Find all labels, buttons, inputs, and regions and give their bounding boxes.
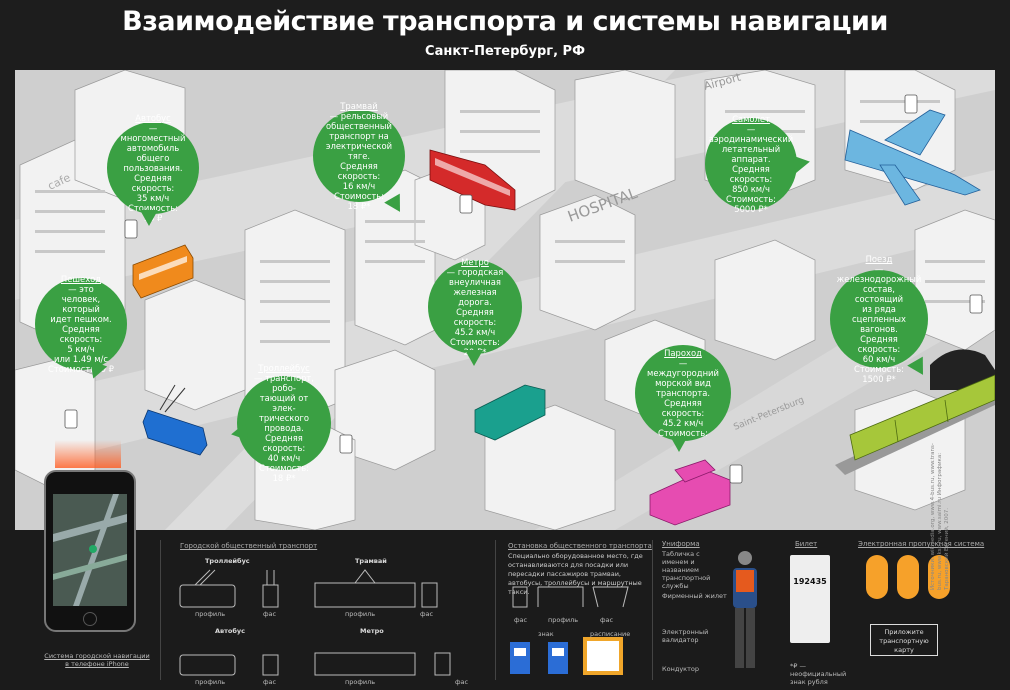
ticket-number: 192435: [793, 577, 827, 586]
ship-vehicle: [649, 459, 731, 526]
bubble-tram: Трамвай — рельсовый общественный транспо…: [313, 101, 405, 211]
tram-vehicle: [429, 149, 516, 211]
public-transport-title: Городской общественный транспорт: [180, 542, 318, 550]
fas-label-stop: фас: [514, 616, 528, 624]
iphone-screen-map: [53, 494, 127, 606]
robot-4: [64, 409, 78, 429]
bubble-metro-tail: [465, 350, 483, 366]
page-title: Взаимодействие транспорта и системы нави…: [122, 6, 888, 37]
credits: Источники: wikipedia.org, www.4-bus.ru, …: [930, 443, 950, 590]
trolleybus-vehicle: [142, 384, 208, 456]
city-illustration: HOSPITAL Airport cafe Saint-Petersburg А…: [15, 70, 995, 530]
ruble-note: *₽ — неофициальный знак рубля: [790, 662, 847, 686]
bus-vehicle: [132, 244, 194, 299]
page-subtitle: Санкт-Петербург, РФ: [425, 44, 585, 59]
bubble-trolleybus: Троллейбус — транспорт, робо- тающий от …: [237, 363, 331, 483]
stop-description: Специально оборудованное место, где оста…: [508, 552, 643, 596]
fas-label-3: фас: [263, 678, 277, 686]
bubble-ship-tail: [670, 436, 688, 452]
map-thumbnail: [53, 494, 127, 606]
bubble-metro: Метро — городская внеуличная железная до…: [428, 257, 522, 357]
phone-caption: Система городской навигации в телефоне i…: [44, 652, 150, 668]
bubble-bus-tail: [140, 210, 158, 226]
divider: [160, 540, 161, 680]
sign-label: знак: [538, 630, 554, 638]
bubble-plane-tail: [792, 152, 812, 174]
bus-caption: Автобус: [215, 627, 246, 635]
stop-drawings: [510, 586, 629, 675]
pass-hint-box: Приложите транспортную карту: [870, 624, 938, 656]
fas-label-stop-2: фас: [600, 616, 614, 624]
metro-caption: Метро: [360, 627, 384, 635]
vest-label: Фирменный жилет: [662, 592, 727, 600]
pass-hint: Приложите транспортную карту: [879, 628, 929, 654]
home-button[interactable]: [83, 612, 97, 626]
bubble-ship: Пароход — междугородний морской вид тран…: [635, 345, 731, 441]
profile-label-4: профиль: [345, 678, 376, 686]
tram-caption: Трамвай: [355, 557, 387, 565]
profile-label-3: профиль: [195, 678, 226, 686]
turnstile-3: [928, 555, 950, 599]
robot-7: [969, 294, 983, 314]
phone-signal: [55, 440, 121, 468]
robot-6: [729, 464, 743, 484]
train-vehicle: [849, 374, 995, 461]
stop-title: Остановка общественного транспорта: [508, 542, 652, 550]
fas-label-1: фас: [263, 610, 277, 618]
fas-label-4: фас: [455, 678, 469, 686]
validator-label: Электронный валидатор: [662, 628, 709, 644]
bubble-trolleybus-tail: [229, 422, 249, 444]
metro-vehicle: [474, 384, 546, 441]
bubble-bus-title: Автобус: [135, 113, 171, 123]
fas-label-2: фас: [420, 610, 434, 618]
pass-system-title: Электронная пропускная система: [858, 540, 985, 548]
divider: [652, 540, 653, 680]
plane-vehicle: [844, 109, 981, 206]
bubble-pedestrian: Пешеход — это человек, который идет пешк…: [35, 274, 127, 374]
robot-5: [339, 434, 353, 454]
iphone: [44, 470, 136, 632]
turnstile-1: [866, 555, 888, 599]
divider: [495, 540, 496, 680]
ticket-title: Билет: [795, 540, 818, 548]
uniform-title: Униформа: [662, 540, 700, 548]
schedule-label: расписание: [590, 630, 631, 638]
profile-label-1: профиль: [195, 610, 226, 618]
robot-1: [124, 219, 138, 239]
turnstile-2: [897, 555, 919, 599]
profile-label-2: профиль: [345, 610, 376, 618]
legend-panel: Система городской навигации в телефоне i…: [0, 440, 1010, 690]
conductor-figure: [733, 551, 757, 668]
header: Взаимодействие транспорта и системы нави…: [0, 0, 1010, 70]
trolleybus-caption: Троллейбус: [205, 557, 250, 565]
bubble-bus: Автобус — многоместный автомобиль общего…: [107, 113, 199, 223]
bubble-train: Поезд — железнодорожный состав, состоящи…: [830, 254, 928, 384]
profile-label-stop: профиль: [548, 616, 579, 624]
conductor-label: Кондуктор: [662, 665, 699, 673]
bubble-plane: Самолет — аэродинамический летательный а…: [705, 114, 797, 214]
transport-profiles: [179, 569, 451, 676]
ticket-image: 192435: [790, 555, 830, 643]
robot-2: [459, 194, 473, 214]
robot-3: [904, 94, 918, 114]
badge-description: Табличка с именем и названием транспортн…: [662, 550, 711, 590]
